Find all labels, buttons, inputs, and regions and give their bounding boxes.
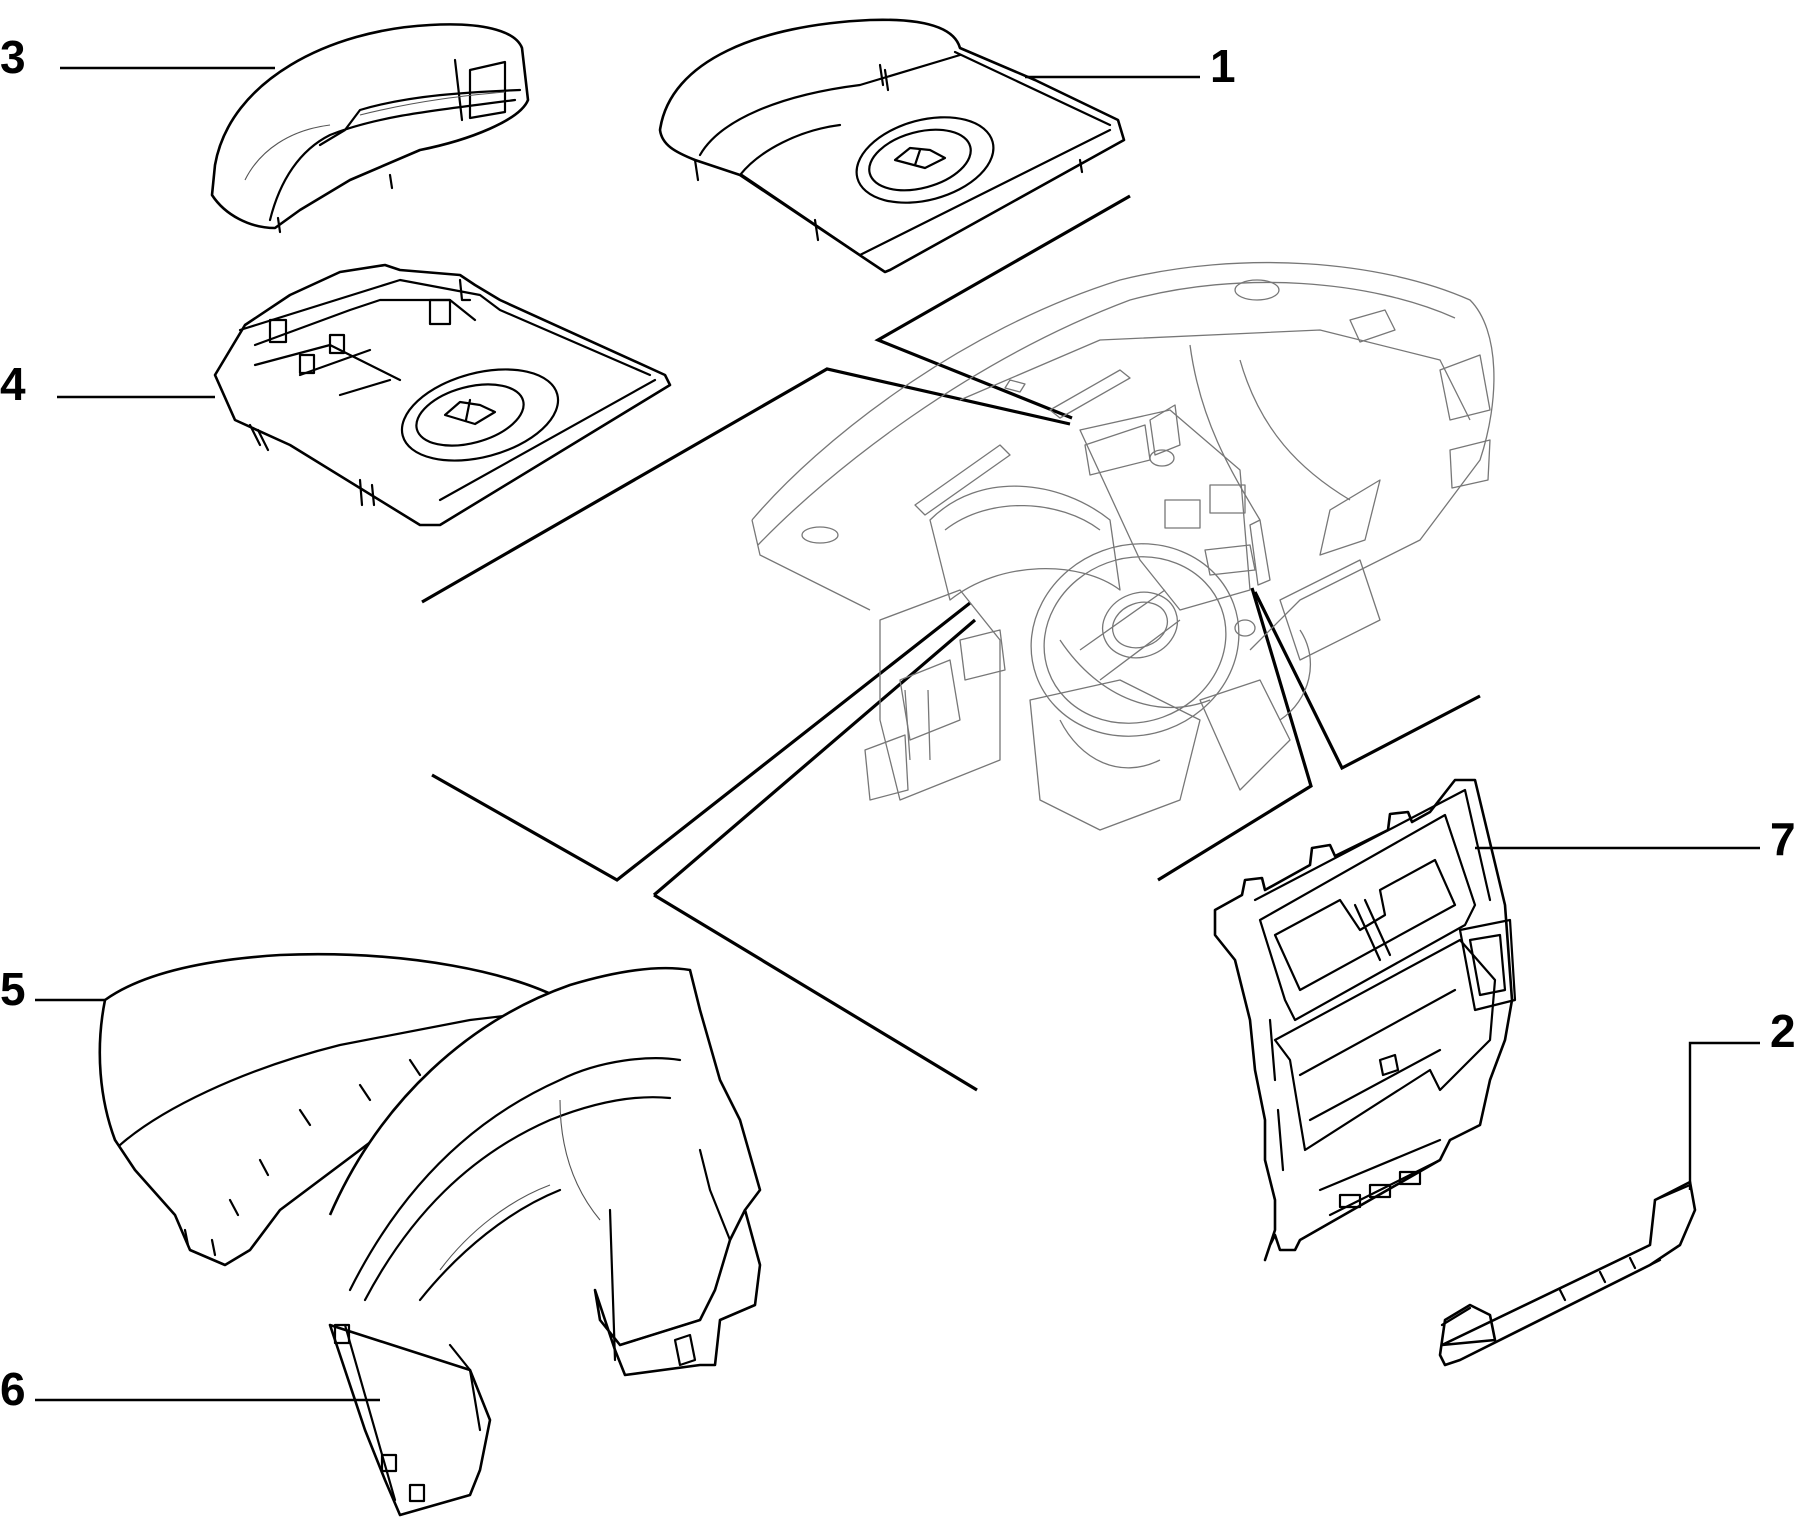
callout-labels: 3 1 4 7 2 5 6 <box>0 31 1796 1415</box>
leader-line-2 <box>1688 1041 1760 1190</box>
callout-7: 7 <box>1770 813 1796 865</box>
part-3-instrument-hood-cover <box>210 23 530 234</box>
callout-1: 1 <box>1210 40 1236 92</box>
part-6-instrument-cluster-surround <box>328 966 762 1517</box>
callout-5: 5 <box>0 963 26 1015</box>
dashboard-assembly <box>751 261 1495 831</box>
part-2-lower-trim-strip <box>1438 1180 1697 1367</box>
explode-lines <box>421 194 1481 1092</box>
part-1-upper-dashboard-cover <box>658 18 1126 274</box>
callout-2: 2 <box>1770 1005 1796 1057</box>
callout-6: 6 <box>0 1363 26 1415</box>
part-4-upper-dashboard-frame <box>213 263 672 527</box>
callout-4: 4 <box>0 358 26 410</box>
leader-lines <box>35 66 1760 1402</box>
part-7-center-console-bezel <box>1213 778 1517 1262</box>
callout-3: 3 <box>0 31 26 83</box>
